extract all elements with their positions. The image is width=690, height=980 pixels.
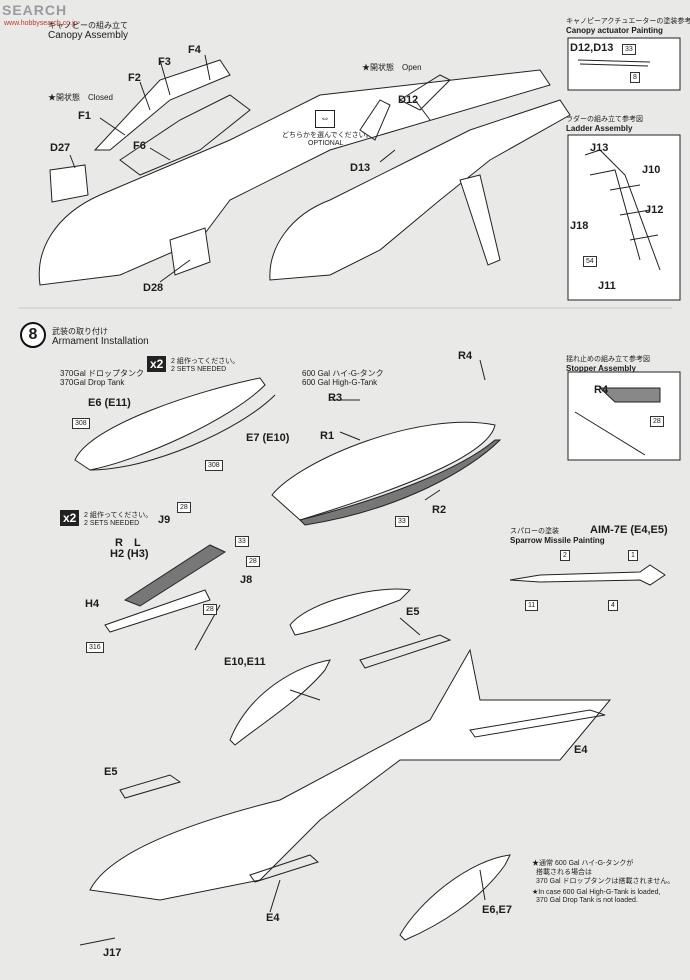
actuator-parts-label: D12,D13 [570,42,614,54]
x2-badge-pylon: x2 [60,510,80,526]
part-h4-label: H4 [85,598,100,610]
stopper-title-jp: 揺れ止めの組み立て参考図 [566,356,650,363]
color-11-badge: 11 [525,600,539,611]
color-33-badge: 33 [622,44,636,55]
color-28-badge-h4: 28 [203,604,217,615]
note-jp-3: 370 Gal ドロップタンクは搭載されません。 [536,878,675,885]
open-label: ★開状態 Open [362,63,422,72]
part-d27-label: D27 [50,142,71,154]
sparrow-title-jp: スパローの塗装 [510,528,559,535]
watermark-url: www.hobbysearch.co.jp [4,20,78,27]
part-d28-label: D28 [143,282,164,294]
x2-badge: x2 [147,356,167,372]
optional-en: OPTIONAL [308,140,344,147]
pylon-sets-jp: 2 組作ってください。 [84,512,153,519]
part-f1-label: F1 [78,110,91,122]
part-r4-label: R4 [458,350,473,362]
part-r2-label: R2 [432,504,447,516]
color-308-badge-a: 308 [72,418,90,429]
part-r1-label: R1 [320,430,335,442]
sets-needed-en: 2 SETS NEEDED [171,366,227,373]
part-d13-label: D13 [350,162,371,174]
part-f4-label: F4 [188,44,201,56]
color-316-badge: 316 [86,642,104,653]
note-en-2: 370 Gal Drop Tank is not loaded. [536,897,638,904]
color-28-badge-stopper: 28 [650,416,664,427]
part-j12-label: J12 [645,204,664,216]
note-jp-1: ★通常 600 Gal ハイ-G-タンクが [532,860,634,867]
watermark-text: SEARCH [2,2,68,18]
part-j18-label: J18 [570,220,589,232]
step-number-badge: 8 [20,322,46,348]
sparrow-model-label: AIM-7E (E4,E5) [590,524,668,536]
step7-title-en: Canopy Assembly [48,30,129,41]
part-f6-label: F6 [133,140,146,152]
note-jp-2: 搭載される場合は [536,869,592,876]
color-2-badge: 2 [560,550,570,561]
actuator-title-en: Canopy actuator Painting [566,26,663,35]
part-e5-label-a: E5 [406,606,420,618]
color-4-badge: 4 [608,600,618,611]
step7-title-jp: キャノピーの組み立て [48,21,128,30]
color-8-badge: 8 [630,72,640,83]
color-28-badge-j8: 28 [246,556,260,567]
part-j10-label: J10 [642,164,661,176]
color-54-badge: 54 [583,256,597,267]
stopper-r4-label: R4 [594,384,609,396]
part-j13-label: J13 [590,142,609,154]
color-33-badge-tank: 33 [395,516,409,527]
high-g-tank-jp: 600 Gal ハイ-G-タンク [302,369,384,378]
note-en-1: ★In case 600 Gal High-G-Tank is loaded, [532,889,661,896]
sparrow-title-en: Sparrow Missile Painting [510,536,605,545]
part-j9-label: J9 [158,514,171,526]
optional-jp: どちらかを選んでください。 [282,132,373,139]
ladder-title-jp: ラダーの組み立て参考図 [566,116,643,123]
part-j11-label: J11 [598,280,616,292]
part-e4-label-a: E4 [574,744,588,756]
color-308-badge-b: 308 [205,460,223,471]
part-e5-label-b: E5 [104,766,118,778]
high-g-tank-en: 600 Gal High-G-Tank [302,378,378,387]
drop-tank-jp: 370Gal ドロップタンク [60,369,145,378]
color-33-badge-pylon: 33 [235,536,249,547]
part-f3-label: F3 [158,56,171,68]
stopper-title-en: Stopper Assembly [566,364,636,373]
part-j8-label: J8 [240,574,253,586]
part-e6-e7-label: E6,E7 [482,904,512,916]
pylon-rl-label: R L [115,537,141,549]
pylon-sets-en: 2 SETS NEEDED [84,520,140,527]
part-e10-e11-label: E10,E11 [224,656,266,668]
part-e4-label-b: E4 [266,912,280,924]
step8-title-en: Armament Installation [52,336,149,347]
color-28-badge-j9: 28 [177,502,191,513]
part-r3-label: R3 [328,392,343,404]
part-e6-e11-label: E6 (E11) [88,397,131,409]
part-f2-label: F2 [128,72,141,84]
part-e7-e10-label: E7 (E10) [246,432,290,444]
closed-label: ★開状態 Closed [48,93,113,102]
drop-tank-en: 370Gal Drop Tank [60,378,125,387]
swap-arrows-icon: ⇔ [315,110,335,128]
part-j17-label: J17 [103,947,122,959]
part-d12-label: D12 [398,94,419,106]
part-h2-h3-label: H2 (H3) [110,548,149,560]
sets-needed-jp: 2 組作ってください。 [171,358,240,365]
actuator-title-jp: キャノピーアクチュエーターの塗装参考図 [566,18,690,25]
ladder-title-en: Ladder Assembly [566,124,633,133]
step8-title-jp: 武装の取り付け [52,327,108,336]
color-1-badge: 1 [628,550,638,561]
